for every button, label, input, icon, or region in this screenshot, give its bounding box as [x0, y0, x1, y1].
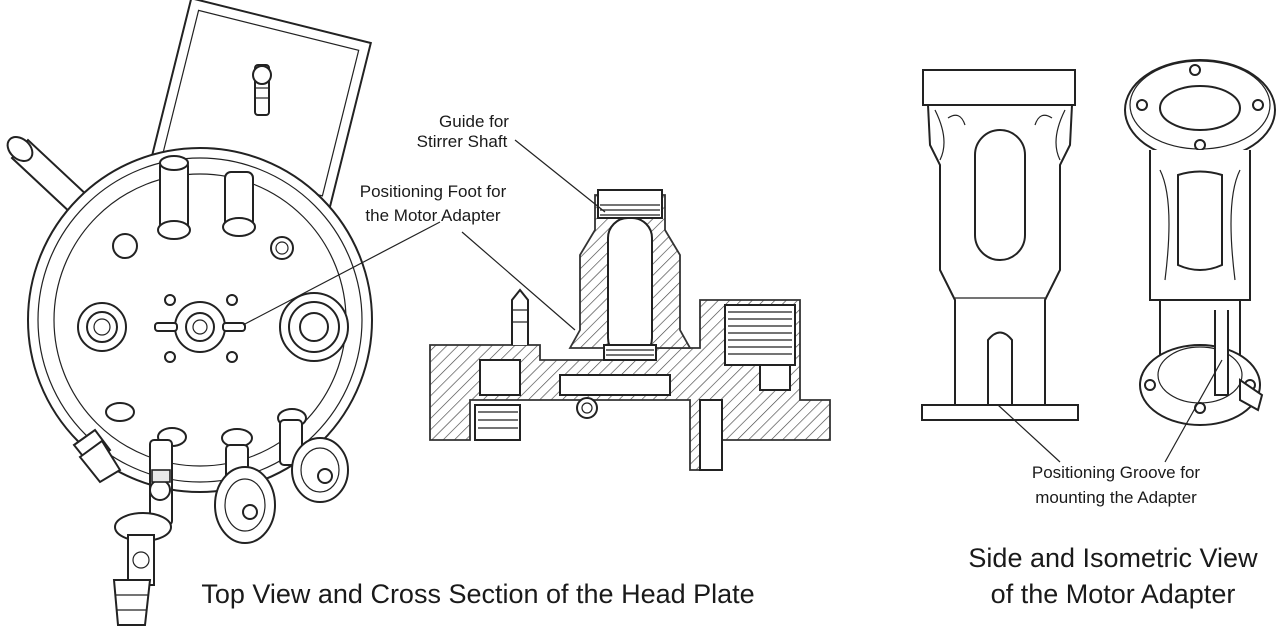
guide-label-line2: Stirrer Shaft [417, 132, 508, 151]
groove-leader-line-side [997, 404, 1061, 463]
adapter-caption-line1: Side and Isometric View [968, 543, 1258, 573]
groove-label-line2: mounting the Adapter [1035, 488, 1197, 507]
head-plate-top-view [6, 0, 373, 626]
motor-adapter-isometric-view [1124, 59, 1276, 426]
guide-label-line1: Guide for [439, 112, 509, 131]
positioning-foot-center [154, 294, 246, 363]
motor-adapter-side-view [921, 69, 1079, 421]
foot-leader-line [242, 221, 576, 331]
adapter-caption-line2: of the Motor Adapter [991, 579, 1236, 609]
stirrer-guide-column [568, 189, 692, 361]
groove-leader-line-iso [1164, 359, 1223, 463]
foot-label-line1: Positioning Foot for [360, 182, 507, 201]
head-plate-caption: Top View and Cross Section of the Head P… [201, 579, 754, 609]
thread-lines [728, 311, 792, 355]
head-plate-cross-section [429, 189, 831, 471]
foot-label-line2: the Motor Adapter [365, 206, 500, 225]
guide-leader-line [514, 139, 606, 213]
groove-label-line1: Positioning Groove for [1032, 463, 1201, 482]
